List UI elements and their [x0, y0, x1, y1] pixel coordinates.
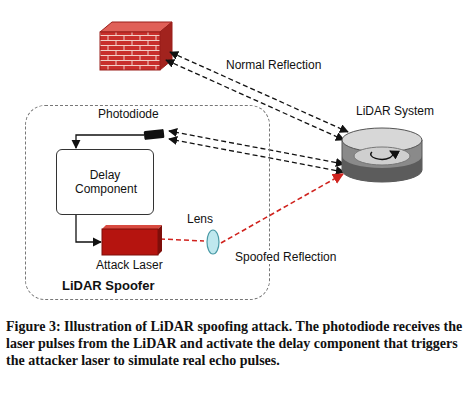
connector-line: [169, 139, 344, 172]
spoofer-region: LiDAR Spoofer PhotodiodeDelay ComponentLe…: [25, 105, 270, 300]
beam-label: Normal Reflection: [226, 58, 321, 72]
laser-front: [102, 229, 158, 255]
node-label: LiDAR Spoofer: [62, 279, 154, 293]
connector-line: [169, 131, 344, 164]
laser-side: [158, 225, 162, 255]
connector-line: [221, 174, 343, 243]
laser-beam: [160, 239, 204, 241]
photodiode-lead: [96, 134, 144, 135]
attack-laser: Attack Laser: [96, 225, 167, 275]
node-label: Lens: [187, 212, 213, 226]
photodiode-body: [144, 129, 165, 140]
connector: [76, 215, 101, 242]
lens-glass: [207, 230, 219, 254]
node-label: Delay Component: [75, 168, 135, 196]
edge-label: Spoofed Reflection: [233, 250, 338, 264]
scanner-window: [354, 147, 410, 165]
connector: [169, 131, 344, 172]
rotation-arrow: [371, 151, 393, 159]
connector-line: [76, 135, 96, 148]
brick-wall: [100, 22, 172, 70]
connector-line: [76, 215, 101, 242]
process-box: Delay Component: [56, 149, 154, 215]
connector: [221, 174, 343, 243]
cylinder-group: [342, 128, 422, 182]
laser-top: [102, 225, 162, 229]
lens: Lens: [187, 212, 227, 256]
figure-caption: Figure 3: Illustration of LiDAR spoofing…: [6, 318, 468, 369]
lidar-unit: LiDAR System: [340, 104, 440, 184]
node-label: Photodiode: [98, 107, 159, 121]
connector: [76, 135, 96, 148]
photodiode: Photodiode: [96, 107, 166, 143]
node-label: LiDAR System: [356, 104, 434, 118]
node-label: Attack Laser: [96, 258, 163, 272]
normal-reflection-beams: [166, 52, 348, 140]
